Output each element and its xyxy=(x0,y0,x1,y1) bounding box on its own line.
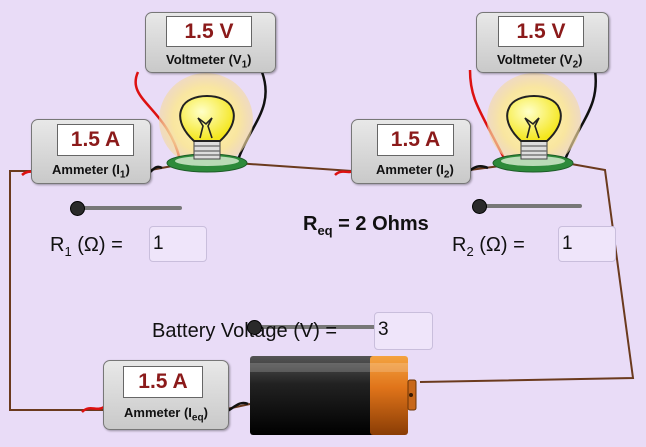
ammeter-eq[interactable]: 1.5 A Ammeter (Ieq) xyxy=(103,360,229,430)
voltmeter-1-readout: 1.5 V xyxy=(166,16,252,47)
r2-slider-handle[interactable] xyxy=(472,199,487,214)
voltmeter-2-label: Voltmeter (V2) xyxy=(497,52,583,71)
ammeter-eq-label: Ammeter (Ieq) xyxy=(124,405,208,424)
voltmeter-1[interactable]: 1.5 V Voltmeter (V1) xyxy=(145,12,276,73)
battery-icon xyxy=(250,356,417,435)
r2-slider-track[interactable] xyxy=(476,204,582,208)
r1-input[interactable]: 1 xyxy=(149,226,207,262)
voltmeter-1-label: Voltmeter (V1) xyxy=(166,52,252,71)
ammeter-1-label: Ammeter (I1) xyxy=(52,162,130,181)
light-bulb-icon xyxy=(487,73,581,173)
r1-label: R1 (Ω) = xyxy=(50,234,123,259)
equivalent-resistance: Req = 2 Ohms xyxy=(303,213,429,238)
ammeter-1[interactable]: 1.5 A Ammeter (I1) xyxy=(31,119,151,184)
battery-voltage-input[interactable]: 3 xyxy=(374,312,433,350)
battery-voltage-label: Battery Voltage (V) = xyxy=(152,320,338,342)
voltmeter-2-readout: 1.5 V xyxy=(498,16,584,47)
r1-slider-handle[interactable] xyxy=(70,201,85,216)
battery-voltage-slider-track[interactable] xyxy=(251,325,381,329)
ammeter-1-readout: 1.5 A xyxy=(57,124,134,156)
light-bulb-icon xyxy=(159,73,253,173)
r2-label: R2 (Ω) = xyxy=(452,234,525,259)
ammeter-2-readout: 1.5 A xyxy=(377,124,454,156)
battery-voltage-slider-handle[interactable] xyxy=(247,320,262,335)
voltmeter-2[interactable]: 1.5 V Voltmeter (V2) xyxy=(476,12,609,73)
r1-slider-track[interactable] xyxy=(74,206,182,210)
ammeter-eq-readout: 1.5 A xyxy=(123,366,203,398)
ammeter-2-label: Ammeter (I2) xyxy=(376,162,454,181)
r2-input[interactable]: 1 xyxy=(558,226,616,262)
ammeter-2[interactable]: 1.5 A Ammeter (I2) xyxy=(351,119,471,184)
